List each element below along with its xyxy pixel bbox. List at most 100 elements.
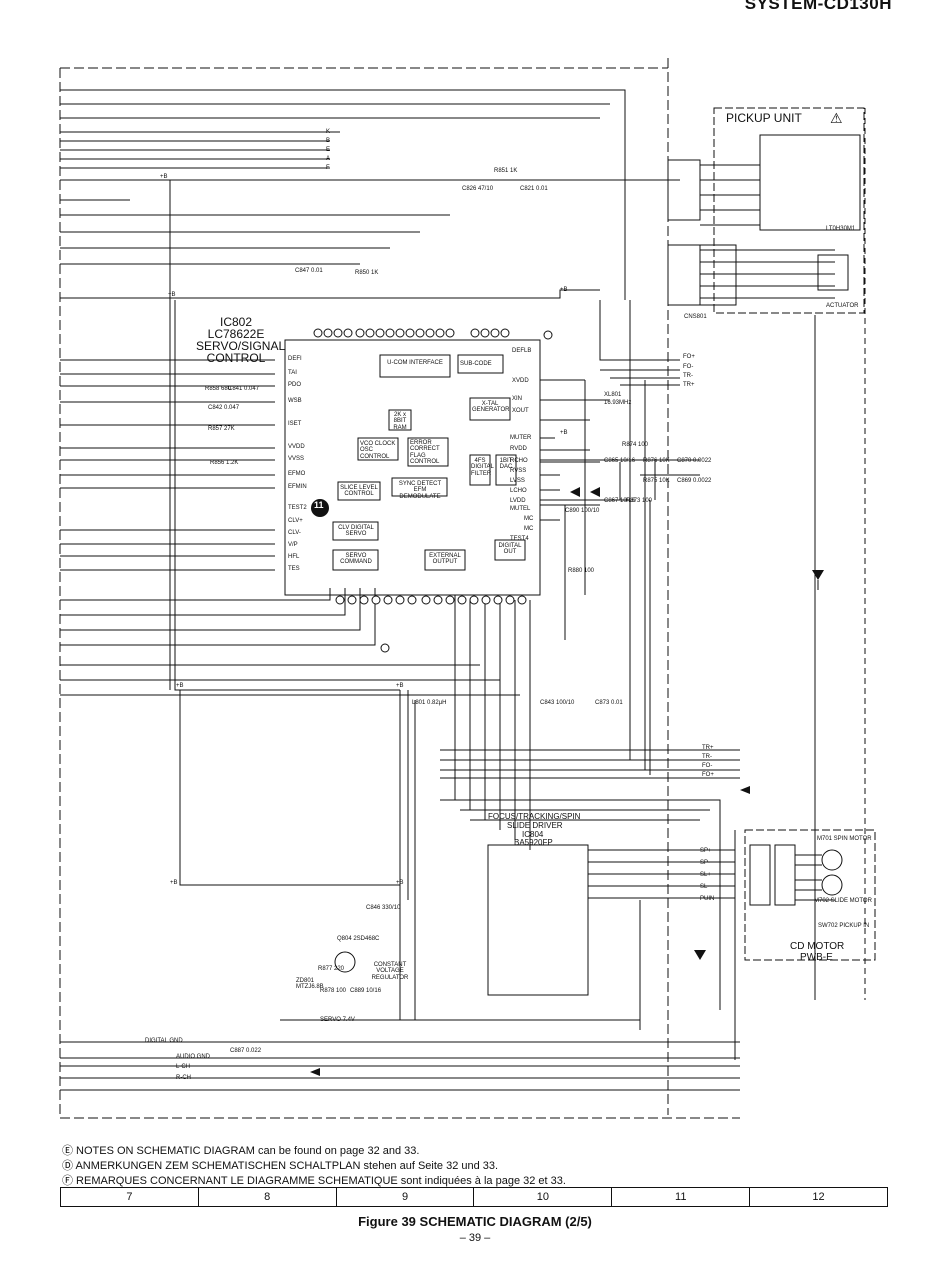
label-c847: C847 0.01 bbox=[295, 268, 323, 274]
ic802-pin-label: VVDD bbox=[288, 444, 305, 450]
label-l801: L801 0.82μH bbox=[412, 700, 447, 706]
rail-b-5: +B bbox=[396, 683, 404, 689]
ic802-pin-label: WSB bbox=[288, 398, 302, 404]
ic802-pin-label: TAI bbox=[288, 370, 297, 376]
signal-tr-plus: TR+ bbox=[683, 382, 695, 388]
label-r851: R851 1K bbox=[494, 168, 518, 174]
label-c867: C867 10/16 bbox=[604, 498, 636, 504]
ic802-pin-label: ISET bbox=[288, 421, 302, 427]
rail-rch: R-CH bbox=[176, 1075, 191, 1081]
motor-pin-label: SP- bbox=[700, 860, 711, 866]
ic802-pin-label: XVDD bbox=[512, 378, 529, 384]
label-c846: C846 330/10 bbox=[366, 905, 401, 911]
signal-tr-minus: TR- bbox=[683, 373, 693, 379]
label-c869: C869 0.0022 bbox=[677, 478, 712, 484]
signal-e: E bbox=[326, 147, 331, 153]
motor-pin-label: SP+ bbox=[700, 848, 712, 854]
column-label: 7 bbox=[61, 1188, 199, 1206]
column-label: 9 bbox=[337, 1188, 475, 1206]
signal-bottom-fo-plus: FO+ bbox=[702, 772, 714, 778]
label-c826: C826 47/10 bbox=[462, 186, 494, 192]
block-sync-detect: SYNC DETECT EFM DEMODULATE bbox=[398, 481, 442, 500]
column-label: 8 bbox=[199, 1188, 337, 1206]
signal-bottom-tr-minus: TR- bbox=[702, 754, 712, 760]
callout-badge: 11 bbox=[314, 500, 324, 510]
label-c887: C887 0.022 bbox=[230, 1048, 262, 1054]
signal-bottom-tr-plus: TR+ bbox=[702, 745, 714, 751]
ic802-pin-label: HFL bbox=[288, 554, 300, 560]
signal-f: F bbox=[326, 165, 330, 171]
label-r857: R857 27K bbox=[208, 426, 235, 432]
ic802-function-1: SERVO/SIGNAL bbox=[196, 339, 286, 353]
pickup-unit-title: PICKUP UNIT bbox=[726, 111, 802, 125]
ic802-ref: IC802 bbox=[219, 315, 253, 329]
ic804-part: BA5920FP bbox=[514, 838, 553, 847]
label-r873: R873 100 bbox=[626, 498, 653, 504]
ic802-pin-label: XIN bbox=[512, 396, 523, 402]
block-clv: CLV DIGITAL SERVO bbox=[338, 525, 374, 538]
label-c841: C841 0.047 bbox=[228, 386, 260, 392]
label-c890: C890 100/10 bbox=[565, 508, 600, 514]
ic802-function-2: CONTROL bbox=[206, 351, 266, 365]
label-m702: M702 SLIDE MOTOR bbox=[814, 898, 872, 904]
ic802-pin-label: TES bbox=[288, 566, 300, 572]
rail-b-7: +B bbox=[396, 880, 404, 886]
ic802-pin-label: TEST4 bbox=[510, 536, 529, 542]
note-french: Ⓕ REMARQUES CONCERNANT LE DIAGRAMME SCHE… bbox=[62, 1175, 566, 1187]
block-ram: 2K x 8BIT RAM bbox=[393, 412, 407, 431]
label-regulator: CONSTANT VOLTAGE REGULATOR bbox=[371, 962, 409, 981]
note-german: Ⓓ ANMERKUNGEN ZEM SCHEMATISCHEN SCHALTPL… bbox=[62, 1160, 499, 1172]
ic802-pin-label: XOUT bbox=[512, 408, 529, 414]
column-label: 11 bbox=[612, 1188, 751, 1206]
page-header-model: SYSTEM-CD130H bbox=[744, 0, 892, 13]
motor-pin-label: PUIN bbox=[700, 896, 715, 902]
rail-lch: L-CH bbox=[176, 1064, 191, 1070]
label-r858: R858 680 bbox=[205, 386, 232, 392]
warning-icon: ⚠ bbox=[830, 110, 843, 126]
ic802-pin-label: RCHO bbox=[510, 458, 528, 464]
ic804-title: FOCUS/TRACKING/SPIN bbox=[488, 812, 581, 821]
rail-b-6: +B bbox=[170, 880, 178, 886]
ic802-pin-label: RVDD bbox=[510, 446, 527, 452]
label-r875: R875 10K bbox=[643, 478, 670, 484]
ic802-pin-label: MUTEL bbox=[510, 506, 531, 512]
rail-servo: SERVO 7.4V bbox=[320, 1017, 355, 1023]
rail-b-4: +B bbox=[176, 683, 184, 689]
ic802-pin-label: CLV- bbox=[288, 530, 301, 536]
pwb-title: CD MOTOR bbox=[790, 941, 845, 952]
rail-b-8: +B bbox=[560, 430, 568, 436]
rail-b-2: +B bbox=[168, 292, 176, 298]
ic802-pin-label: MUTER bbox=[510, 435, 532, 441]
label-sw702: SW702 PICKUP IN bbox=[818, 923, 870, 929]
block-subcode: SUB-CODE bbox=[460, 361, 492, 367]
ic802-pin-label: CLV+ bbox=[288, 518, 303, 524]
label-c843: C843 100/10 bbox=[540, 700, 575, 706]
ic804-ref: IC804 bbox=[522, 830, 544, 839]
rail-digital-gnd: DIGITAL GND bbox=[145, 1038, 183, 1044]
label-r856: R856 1.2K bbox=[210, 460, 239, 466]
column-label: 12 bbox=[812, 1191, 825, 1203]
ic802-pin-label: LCHO bbox=[510, 488, 527, 494]
block-digital-out: DIGITAL OUT bbox=[498, 543, 522, 556]
label-c873: C873 0.01 bbox=[595, 700, 623, 706]
label-zd801: ZD801 MTZJ6.8B bbox=[296, 978, 324, 991]
ic802-part: LC78622E bbox=[207, 327, 265, 341]
signal-fo-minus: FO- bbox=[683, 364, 694, 370]
label-c821: C821 0.01 bbox=[520, 186, 548, 192]
label-r850: R850 1K bbox=[355, 270, 379, 276]
ic802-pin-label: LVDD bbox=[510, 498, 526, 504]
label-c842: C842 0.047 bbox=[208, 405, 240, 411]
label-q804: Q804 2SD468C bbox=[337, 936, 380, 942]
block-external-output: EXTERNAL OUTPUT bbox=[429, 553, 461, 566]
pickup-unit-part: LT0H30M1 bbox=[826, 226, 856, 232]
label-r876: R876 10K bbox=[643, 458, 670, 464]
block-ucom: U-COM INTERFACE bbox=[387, 360, 443, 366]
ic802-pin-label: DEFLB bbox=[512, 348, 532, 354]
label-xl801: XL801 bbox=[604, 392, 622, 398]
label-c865: C865 10/16 bbox=[604, 458, 636, 464]
ic802-pin-label: PDO bbox=[288, 382, 302, 388]
label-m701: M701 SPIN MOTOR bbox=[817, 836, 872, 842]
label-c870: C870 0.0022 bbox=[677, 458, 712, 464]
label-r877: R877 220 bbox=[318, 966, 345, 972]
page-number: – 39 – bbox=[459, 1232, 491, 1244]
